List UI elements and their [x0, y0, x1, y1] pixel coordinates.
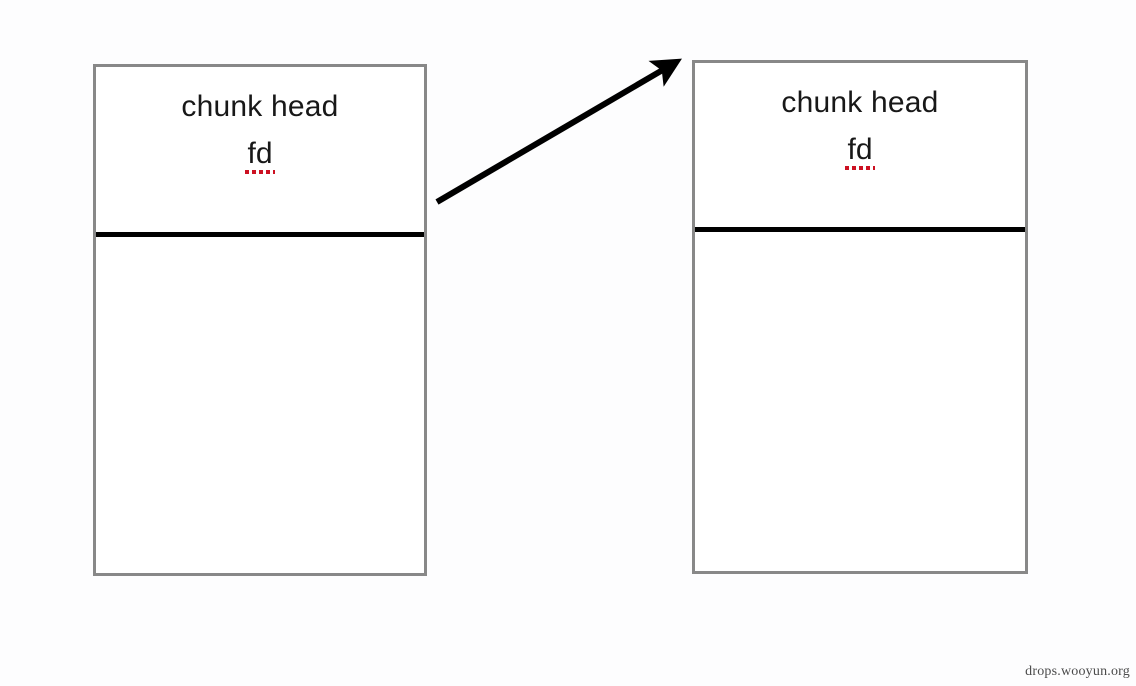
- chunk-right-fd-field: fd: [845, 133, 875, 170]
- chunk-left-divider: [96, 232, 424, 237]
- spellcheck-underline-icon: [845, 166, 875, 170]
- chunk-right-header: chunk head fd: [695, 63, 1025, 228]
- chunk-box-right: chunk head fd: [692, 60, 1028, 574]
- chunk-right-title: chunk head: [781, 86, 939, 119]
- chunk-left-header: chunk head fd: [96, 67, 424, 232]
- chunk-right-divider: [695, 227, 1025, 232]
- chunk-left-title: chunk head: [181, 90, 339, 123]
- chunk-left-fd-field: fd: [245, 137, 275, 174]
- chunk-left-body: [96, 237, 424, 573]
- chunk-left-fd-label: fd: [247, 137, 273, 170]
- chunk-right-body: [695, 232, 1025, 571]
- chunk-right-fd-label: fd: [847, 133, 873, 166]
- watermark: drops.wooyun.org: [1025, 664, 1130, 679]
- chunk-box-left: chunk head fd: [93, 64, 427, 576]
- spellcheck-underline-icon: [245, 170, 275, 174]
